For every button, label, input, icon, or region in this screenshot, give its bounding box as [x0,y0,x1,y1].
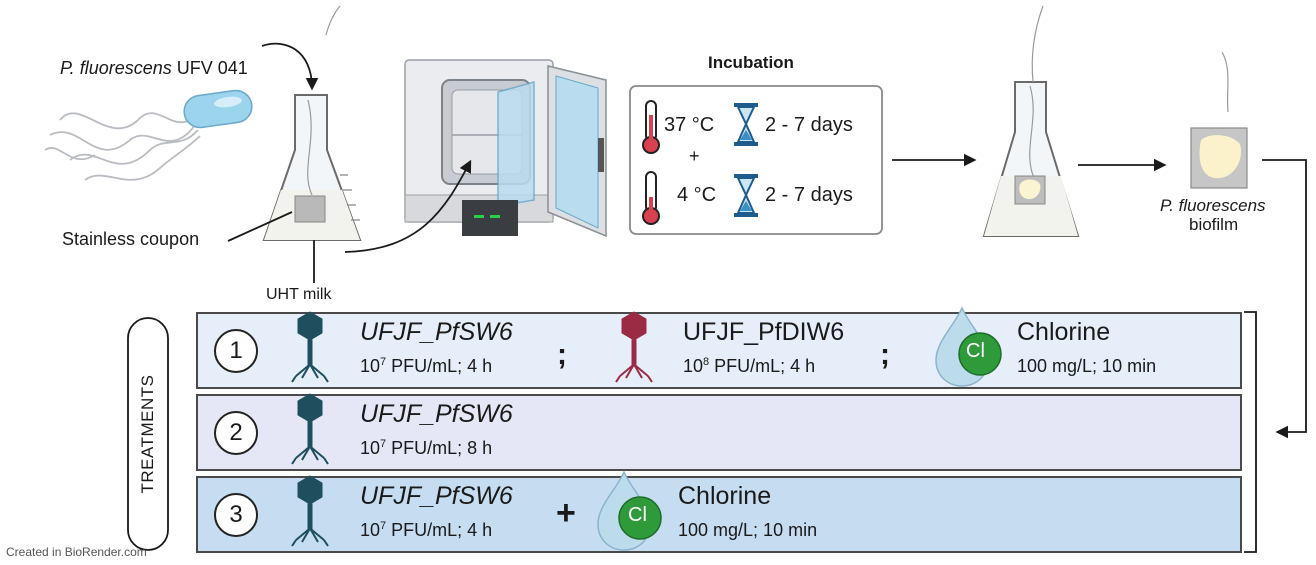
phage-dose: 107 PFU/mL; 8 h [360,438,493,458]
time2-label: 2 - 7 days [765,184,853,206]
bacterium-label: P. fluorescens UFV 041 [60,58,248,78]
thermometer-icon [642,171,660,225]
phage-dose: 107 PFU/mL; 4 h [360,356,493,376]
chlorine-symbol: Cl [628,504,647,526]
phage-name: UFJF_PfSW6 [360,318,513,346]
biofilm-species: P. fluorescens [1160,196,1266,215]
treatment-number: 3 [214,493,258,537]
bacterium-icon [44,89,253,181]
separator: ; [557,338,567,371]
treatment-row-2 [196,394,1242,471]
hourglass-icon [734,103,758,146]
flask-icon [262,94,362,241]
phage-icon [291,475,329,547]
plus-sign: + [689,146,700,166]
treatment-number: 1 [214,329,258,373]
incubator-icon [404,59,607,238]
separator: ; [880,338,890,371]
arrow-to-treatments [1262,159,1307,439]
flask-icon [982,5,1080,237]
coupon-pointer [227,211,293,242]
treatment-number: 2 [214,411,258,455]
time1-label: 2 - 7 days [765,114,853,136]
biofilm-word: biofilm [1189,215,1239,234]
phage-icon [615,311,653,383]
chlorine-dose: 100 mg/L; 10 min [1017,356,1157,376]
biofilm-coupon-icon [1190,51,1248,189]
treatment-row-1 [196,312,1242,389]
hourglass-icon [734,174,758,217]
treatment-row-3 [196,476,1242,553]
thermometer-icon [642,100,660,154]
temp2-label: 4 °C [677,184,717,206]
temp1-label: 37 °C [664,114,715,136]
chlorine-name: Chlorine [1017,318,1111,346]
footer-credit: Created in BioRender.com [6,545,147,559]
chlorine-name: Chlorine [678,482,772,510]
treatments-pill [127,317,169,551]
chlorine-icon [618,496,662,540]
phage-name: UFJF_PfSW6 [360,400,513,428]
chlorine-dose: 100 mg/L; 10 min [678,520,818,540]
phage-name: UFJF_PfSW6 [360,482,513,510]
phage-dose: 108 PFU/mL; 4 h [683,356,816,376]
coupon-label: Stainless coupon [62,229,200,249]
phage-name: UFJF_PfDIW6 [683,318,845,346]
phage-dose: 107 PFU/mL; 4 h [360,520,493,540]
incubation-title: Incubation [708,53,794,72]
incubation-box [629,85,883,235]
phage-icon [291,393,329,465]
phage-icon [291,311,329,383]
arrow-into-incubator [344,159,472,253]
chlorine-icon [958,332,1002,376]
plus-sign: + [556,494,576,532]
arrow-into-flask [261,42,319,91]
chlorine-symbol: Cl [966,340,985,362]
milk-label: UHT milk [266,286,332,303]
treatments-label: TREATMENTS [138,374,157,494]
